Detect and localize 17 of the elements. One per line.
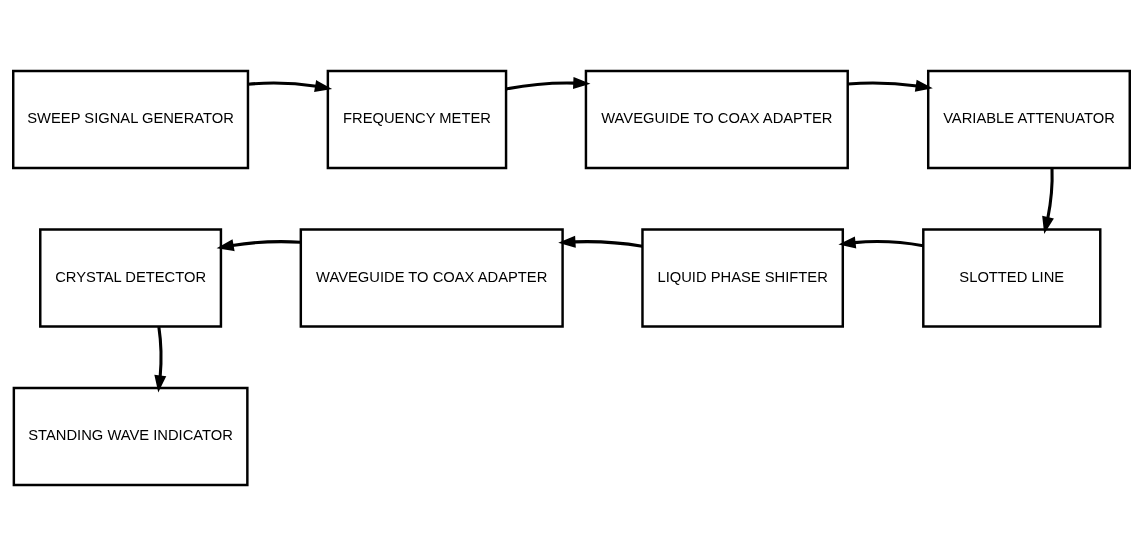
arrow xyxy=(154,326,167,393)
node-box: WAVEGUIDE TO COAX ADAPTER xyxy=(299,228,564,328)
node-box: WAVEGUIDE TO COAX ADAPTER xyxy=(584,69,849,170)
arrow xyxy=(247,80,333,92)
node-box: FREQUENCY METER xyxy=(326,69,508,170)
arrow xyxy=(216,239,301,252)
arrow xyxy=(506,77,591,91)
node-box: VARIABLE ATTENUATOR xyxy=(927,69,1131,170)
node-box: STANDING WAVE INDICATOR xyxy=(12,386,249,487)
node-box: SWEEP SIGNAL GENERATOR xyxy=(12,69,250,170)
node-box: CRYSTAL DETECTOR xyxy=(39,228,223,328)
node-box: LIQUID PHASE SHIFTER xyxy=(641,228,845,328)
node-box: SLOTTED LINE xyxy=(922,228,1102,328)
arrow xyxy=(847,79,933,92)
arrow xyxy=(838,236,924,249)
arrow xyxy=(558,235,643,248)
arrow xyxy=(1042,168,1054,234)
